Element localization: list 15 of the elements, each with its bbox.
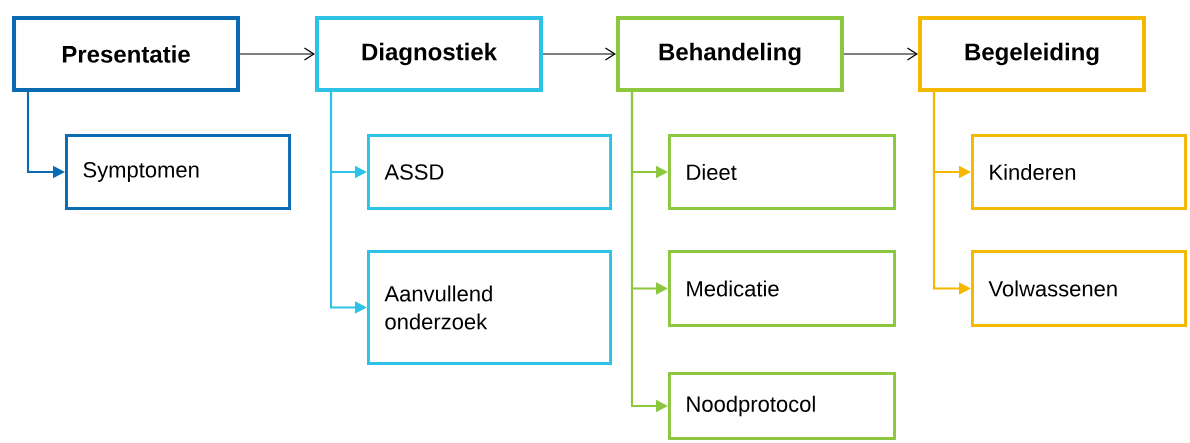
item-box: Kinderen: [971, 134, 1187, 210]
item-box: Volwassenen: [971, 250, 1187, 327]
item-box: Symptomen: [65, 134, 291, 210]
arrow: [239, 47, 315, 61]
stage-box: Diagnostiek: [315, 16, 543, 92]
item-box: Noodprotocol: [668, 372, 896, 440]
arrow: [542, 47, 616, 61]
stage-box: Behandeling: [616, 16, 844, 92]
item-box: ASSD: [366, 134, 613, 210]
stage-box: Presentatie: [12, 16, 240, 92]
item-box: Aanvullend onderzoek: [366, 250, 613, 365]
item-box: Dieet: [668, 134, 896, 210]
item-box: Medicatie: [668, 250, 896, 327]
arrow: [843, 47, 918, 61]
stage-box: Begeleiding: [918, 16, 1146, 92]
